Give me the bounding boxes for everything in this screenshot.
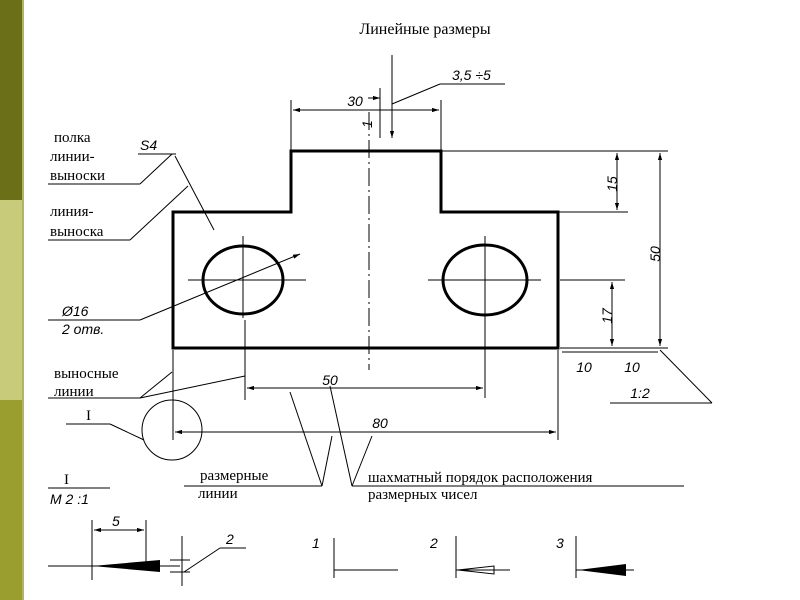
arrow-example-1: 1 — [312, 535, 398, 578]
detail-arrow-sketch: 5 2 — [48, 513, 246, 586]
callout-razmernye-1: размерные — [200, 468, 269, 484]
dim-3-5-label: 3,5 ÷5 — [452, 67, 491, 83]
slope-label: 1:2 — [630, 385, 650, 401]
callout-polka-1: полка — [54, 130, 91, 146]
dim-17-label: 17 — [599, 307, 615, 324]
detail-5-label: 5 — [112, 513, 120, 529]
leader-shakhmat-1 — [329, 385, 353, 487]
leader-s4 — [174, 155, 215, 231]
page-title: Линейные размеры — [359, 21, 490, 38]
leader-detail — [109, 423, 145, 441]
example-3-label: 3 — [556, 535, 564, 551]
side-divider — [22, 0, 24, 600]
leader-d16 — [139, 253, 301, 321]
callout-liniya-2: выноска — [50, 224, 104, 240]
callout-polka-3: выноски — [50, 168, 105, 184]
callout-vynosnye-2: линии — [54, 384, 94, 400]
part-outline — [171, 149, 560, 350]
leader-shakhmat-2 — [351, 435, 373, 487]
dim-d16-label: Ø16 — [61, 303, 89, 319]
detail-2-label: 2 — [225, 531, 234, 547]
callout-shakhmat-1: шахматный порядок расположения — [368, 470, 593, 486]
leader-3-5 — [391, 83, 441, 105]
side-strip-bottom — [0, 400, 22, 600]
dim-15-label: 15 — [604, 176, 620, 192]
leader-vynosnye-2 — [139, 375, 246, 399]
dim-50-vertical-label: 50 — [647, 246, 663, 262]
example-2-label: 2 — [429, 535, 438, 551]
hole-left — [188, 236, 306, 318]
detail-roman-label: I — [64, 472, 69, 488]
side-strip-top — [0, 0, 22, 200]
callout-liniya-1: линия- — [50, 204, 93, 220]
leader-vynosnye-1 — [139, 371, 173, 399]
callout-vynosnye-1: выносные — [54, 366, 119, 382]
dim-1-label: 1 — [359, 120, 375, 128]
detail-circle — [141, 399, 203, 461]
hole-right — [428, 236, 541, 398]
detail-scale-label: М 2 :1 — [50, 491, 89, 507]
callout-razmernye-2: линии — [198, 486, 238, 502]
dim-50-horizontal-label: 50 — [322, 372, 338, 388]
s4-label: S4 — [140, 137, 157, 153]
arrow-example-3: 3 — [556, 535, 634, 578]
side-strip-middle — [0, 200, 22, 400]
dim-30-label: 30 — [347, 93, 363, 109]
example-1-label: 1 — [312, 535, 320, 551]
detail-ref-label: I — [86, 408, 91, 424]
leader-razmernye-2 — [321, 435, 333, 487]
arrow-example-2: 2 — [429, 535, 510, 578]
callout-shakhmat-2: размерных чисел — [368, 487, 478, 503]
leader-polka — [139, 153, 173, 185]
holes-label: 2 отв. — [61, 321, 104, 337]
dim-80-label: 80 — [372, 415, 388, 431]
callout-polka-2: линии- — [50, 149, 95, 165]
dim-10a-label: 10 — [576, 359, 592, 375]
dim-10b-label: 10 — [624, 359, 640, 375]
leader-razmernye-1 — [289, 391, 323, 487]
leader-slope — [659, 349, 713, 404]
leader-liniya — [129, 185, 189, 241]
